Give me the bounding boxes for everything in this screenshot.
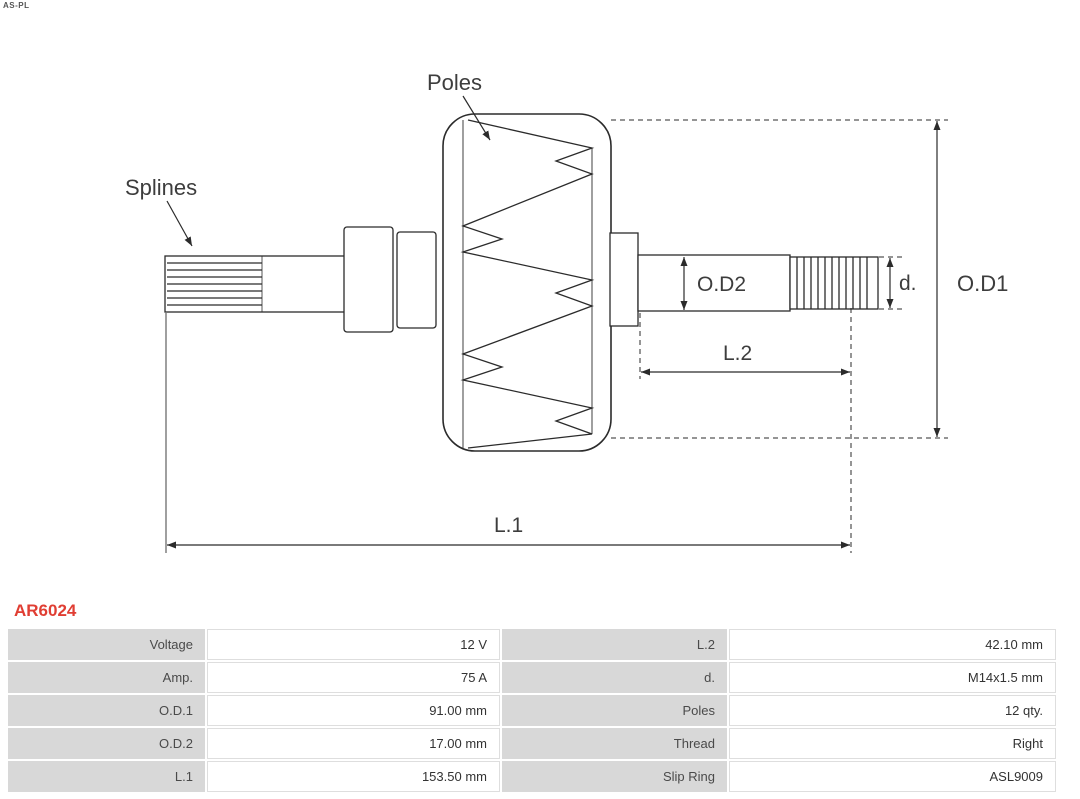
threaded-end bbox=[789, 256, 879, 310]
brand-logo: AS-PL bbox=[3, 1, 30, 10]
spec-label: L.2 bbox=[502, 629, 727, 660]
spec-value: M14x1.5 mm bbox=[729, 662, 1056, 693]
bearing-collars bbox=[343, 226, 437, 333]
splines-leader-line bbox=[166, 200, 193, 247]
spec-value: ASL9009 bbox=[729, 761, 1056, 792]
spec-value: 12 qty. bbox=[729, 695, 1056, 726]
spec-value: 17.00 mm bbox=[207, 728, 500, 759]
spec-label: O.D.1 bbox=[8, 695, 205, 726]
spec-value: 91.00 mm bbox=[207, 695, 500, 726]
part-number: AR6024 bbox=[14, 601, 77, 620]
claw-poles-zigzag bbox=[460, 119, 595, 449]
spec-label: Amp. bbox=[8, 662, 205, 693]
od2-dim-label: O.D2 bbox=[697, 273, 746, 296]
spec-table: Voltage 12 V L.2 42.10 mm Amp. 75 A d. M… bbox=[8, 629, 1058, 792]
splined-shaft bbox=[164, 255, 346, 313]
poles-label: Poles bbox=[427, 70, 482, 95]
l1-dim-label: L.1 bbox=[494, 514, 523, 537]
rotor-diagram-svg: AS-PL bbox=[125, 70, 1008, 553]
od1-dim-label: O.D1 bbox=[957, 271, 1008, 296]
spec-value: Right bbox=[729, 728, 1056, 759]
spec-label: d. bbox=[502, 662, 727, 693]
spec-label: L.1 bbox=[8, 761, 205, 792]
spec-value: 12 V bbox=[207, 629, 500, 660]
spec-value: 153.50 mm bbox=[207, 761, 500, 792]
l2-dim-label: L.2 bbox=[723, 342, 752, 365]
spec-label: O.D.2 bbox=[8, 728, 205, 759]
spec-label: Poles bbox=[502, 695, 727, 726]
spec-label: Voltage bbox=[8, 629, 205, 660]
spec-value: 42.10 mm bbox=[729, 629, 1056, 660]
rotor-diagram: AS-PL bbox=[125, 70, 1008, 553]
construction-lines bbox=[611, 119, 948, 553]
spec-value: 75 A bbox=[207, 662, 500, 693]
spec-label: Slip Ring bbox=[502, 761, 727, 792]
d-dim-label: d. bbox=[899, 272, 917, 295]
pole-pack bbox=[442, 113, 612, 452]
spec-label: Thread bbox=[502, 728, 727, 759]
output-shaft bbox=[609, 232, 791, 327]
splines-label: Splines bbox=[125, 175, 197, 200]
poles-leader-line bbox=[462, 95, 491, 141]
